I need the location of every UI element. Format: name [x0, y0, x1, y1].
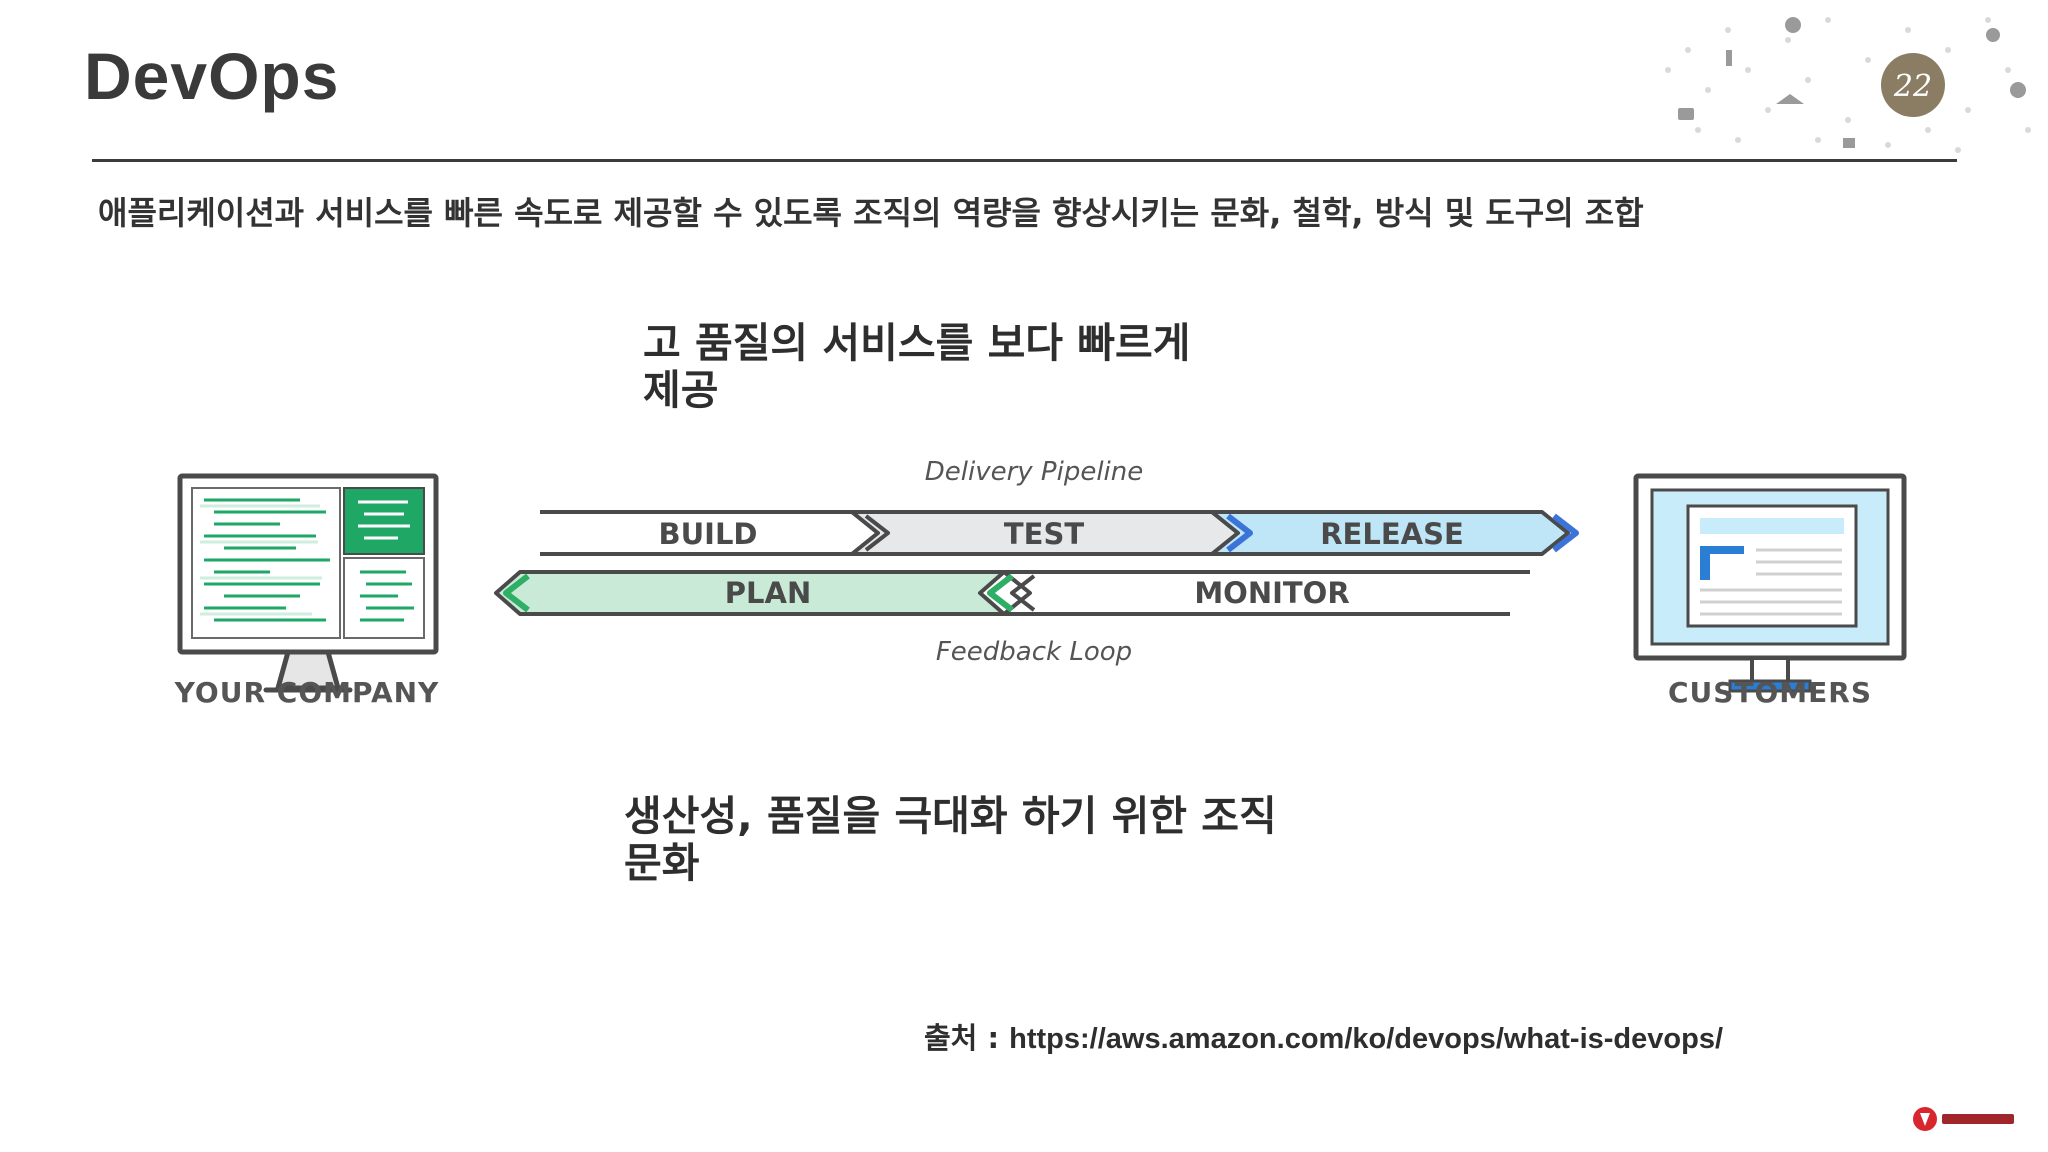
feedback-loop-label: Feedback Loop: [936, 637, 1132, 667]
chevron-right-icon: [1552, 513, 1579, 553]
heading-line: 제공: [643, 366, 719, 414]
plan-stage-arrow: [494, 570, 1006, 616]
anniversary-badge: [1881, 53, 1945, 117]
devops-pipeline-diagram: YOUR COMPANY CUSTOMERS Delivery Pipeline…: [174, 457, 1907, 709]
decorative-dots-graphic: 22: [1665, 17, 2031, 153]
title-divider: [92, 159, 1957, 162]
definition-text: 애플리케이션과 서비스를 빠른 속도로 제공할 수 있도록 조직의 역량을 향상…: [98, 194, 1644, 232]
page-title: DevOps: [84, 39, 340, 113]
heading-line: 문화: [624, 839, 700, 887]
chevron-left-icon: [987, 573, 1014, 613]
test-stage-label: TEST: [1004, 517, 1084, 551]
source-prefix: 출처 :: [924, 1021, 1010, 1055]
chevron-left-icon: [1010, 574, 1036, 612]
customers-label: CUSTOMERS: [1668, 676, 1872, 709]
source-link[interactable]: https://aws.amazon.com/ko/devops/what-is…: [1009, 1023, 1724, 1055]
heading-fast-quality-delivery: 고 품질의 서비스를 보다 빠르게 제공: [643, 320, 1190, 414]
plan-stage-label: PLAN: [725, 576, 811, 610]
customers-monitor-icon: [1633, 473, 1907, 693]
release-stage-arrow: [1210, 510, 1570, 556]
chevron-left-icon: [503, 573, 530, 613]
badge-text: 22: [1893, 69, 1932, 104]
chevron-right-icon: [1226, 513, 1253, 553]
build-stage-label: BUILD: [659, 517, 758, 551]
chevron-right-icon: [864, 514, 890, 552]
source-citation: 출처 : https://aws.amazon.com/ko/devops/wh…: [924, 1015, 1723, 1057]
your-company-label: YOUR COMPANY: [174, 676, 440, 709]
delivery-pipeline-label: Delivery Pipeline: [925, 457, 1144, 487]
company-monitor-icon: [177, 473, 439, 693]
heading-line: 생산성, 품질을 극대화 하기 위한 조직: [624, 792, 1277, 840]
heading-organization-culture: 생산성, 품질을 극대화 하기 위한 조직 문화: [624, 793, 1277, 887]
monitor-stage-label: MONITOR: [1194, 576, 1349, 610]
release-stage-label: RELEASE: [1320, 517, 1464, 551]
monitor-stage-arrow: [1002, 570, 1530, 616]
heading-line: 고 품질의 서비스를 보다 빠르게: [643, 319, 1191, 367]
company-logo: [1913, 1107, 2014, 1131]
